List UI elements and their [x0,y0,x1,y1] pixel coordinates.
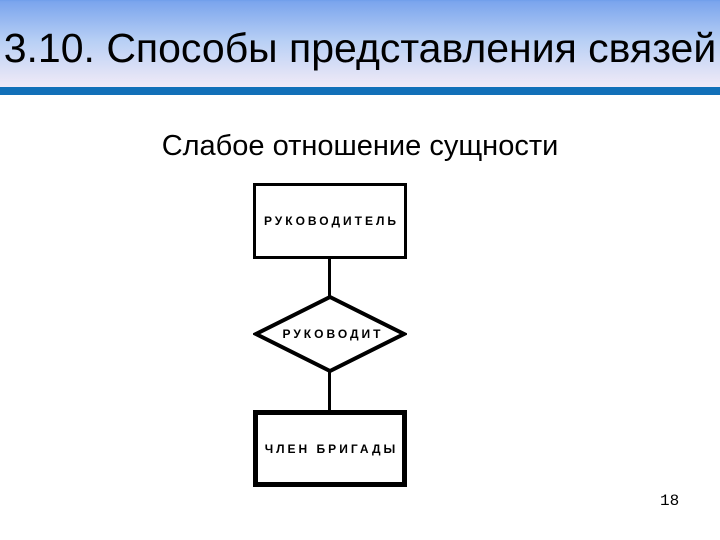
entity-box-manager: РУКОВОДИТЕЛЬ [253,183,407,259]
connector-line-diamond-to-entity [328,370,331,412]
entity-box-team-member: ЧЛЕН БРИГАДЫ [253,410,407,487]
slide-title: 3.10. Способы представления связей [3,25,717,71]
entity-team-member-label: ЧЛЕН БРИГАДЫ [264,441,399,456]
relationship-label: РУКОВОДИТ [282,327,384,341]
entity-manager-label: РУКОВОДИТЕЛЬ [263,214,400,228]
connector-line-entity-to-diamond [328,256,331,298]
header-accent-bar [0,87,720,95]
slide-subtitle: Слабое отношение сущности [161,130,559,162]
page-number: 18 [660,492,680,510]
relationship-diamond-shape [253,295,407,373]
slide-header: 3.10. Способы представления связей [0,0,720,87]
